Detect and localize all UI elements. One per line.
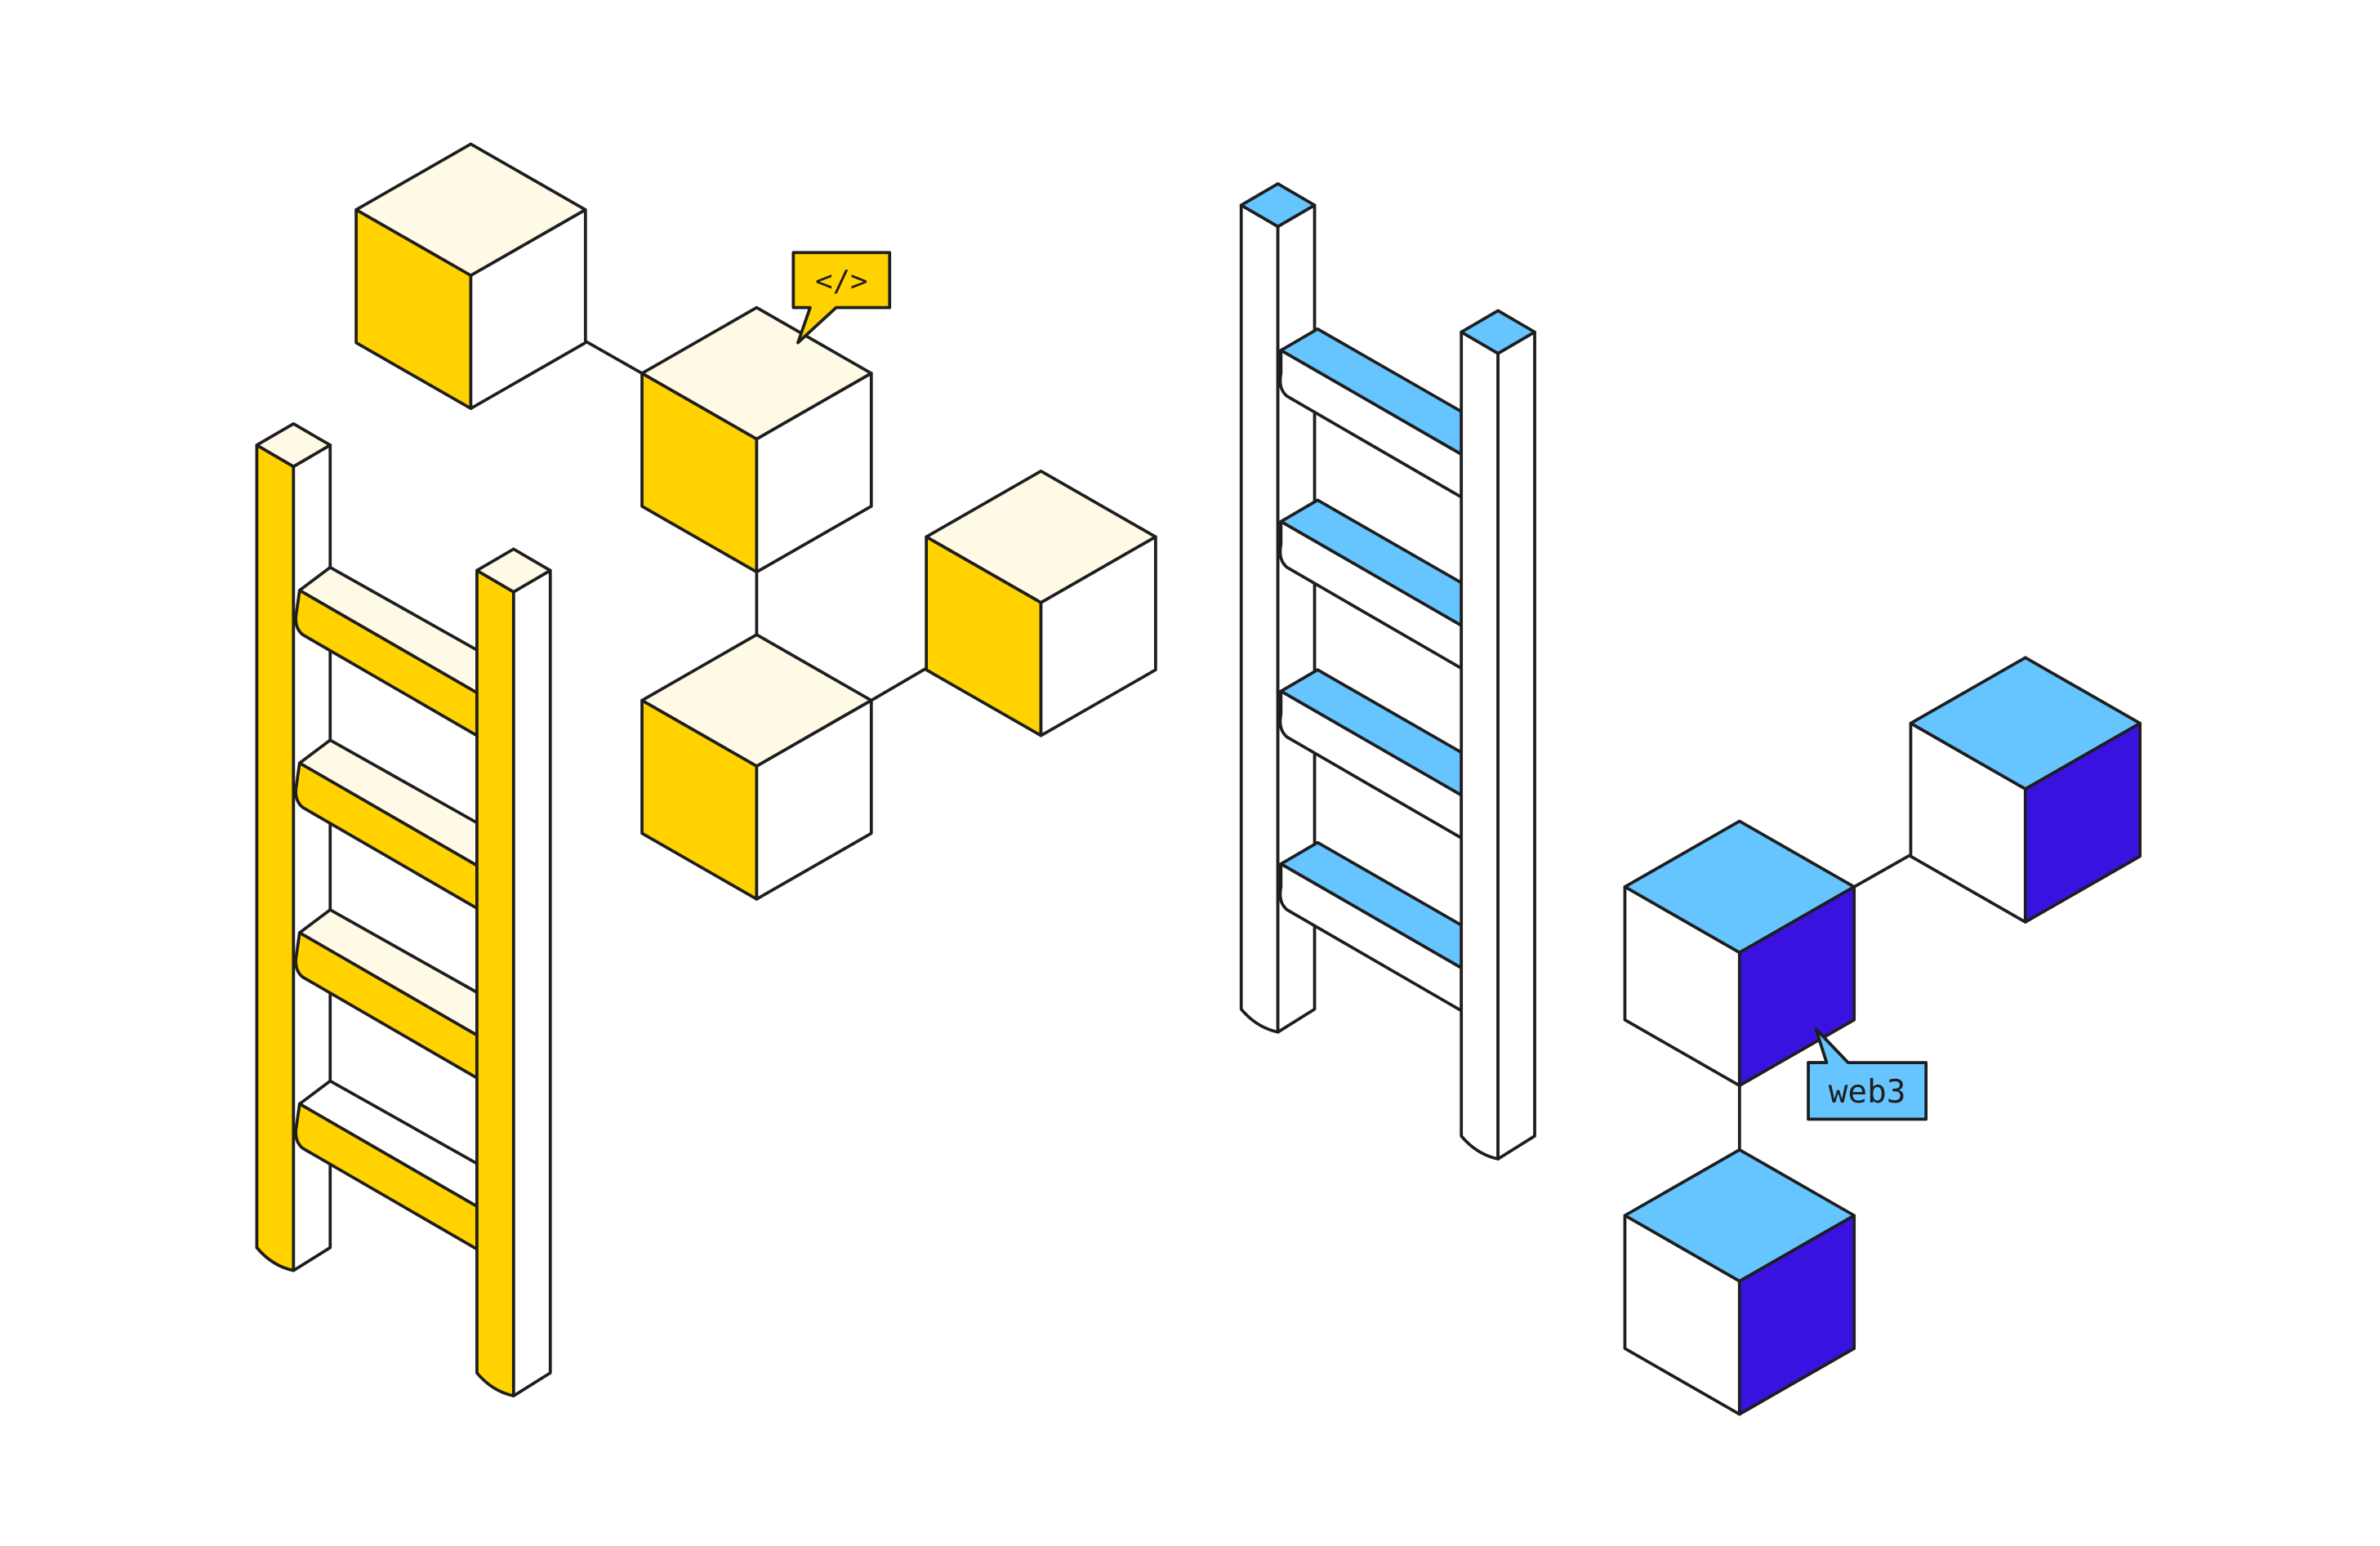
- yellow-cube: [354, 142, 587, 411]
- code-tag-bubble: </>: [791, 251, 892, 345]
- code-tag-label: </>: [815, 265, 867, 298]
- blue-ladder-right-rail: [1460, 309, 1536, 1161]
- blue-cube: [1623, 1147, 1856, 1416]
- blue-ladder-rung: [1278, 668, 1464, 840]
- blue-block-network: web3: [1623, 656, 2142, 1416]
- yellow-ladder-rung: [294, 565, 479, 737]
- network-connectors: [583, 339, 929, 702]
- yellow-cube: [640, 305, 873, 574]
- yellow-cube: [640, 633, 873, 901]
- blue-ladder: [1239, 182, 1536, 1161]
- network-connectors: [1737, 853, 1913, 1152]
- yellow-ladder-left-rail: [255, 421, 332, 1272]
- yellow-ladder: [255, 421, 552, 1398]
- web3-tag-bubble: web3: [1807, 1027, 1928, 1121]
- yellow-ladder-right-rail: [475, 547, 552, 1398]
- blue-ladder-left-rail: [1239, 182, 1317, 1034]
- yellow-cube: [925, 469, 1157, 737]
- web3-tag-label: web3: [1829, 1074, 1906, 1111]
- blue-cube: [1623, 819, 1856, 1088]
- yellow-block-network: </>: [354, 142, 1157, 901]
- blue-cube: [1909, 656, 2142, 924]
